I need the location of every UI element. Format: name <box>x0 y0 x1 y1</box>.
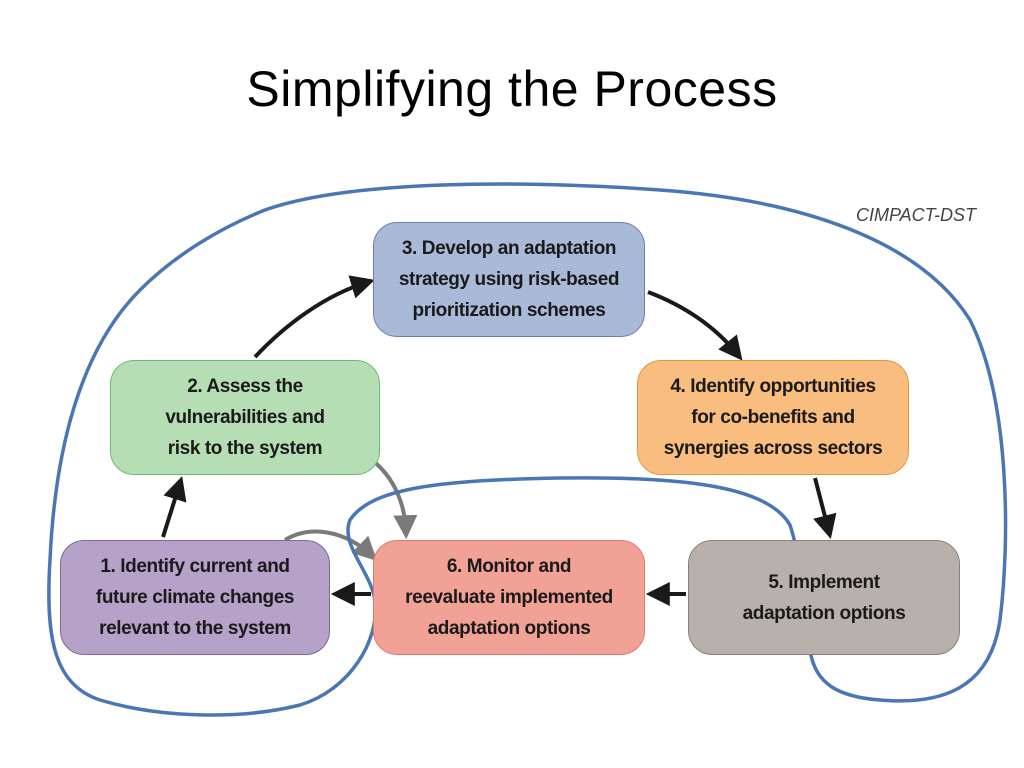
arrow-step4-to-step5 <box>813 477 837 539</box>
arrow-step3-to-step4 <box>647 290 743 361</box>
step-6-monitor-reevaluate: 6. Monitor and reevaluate implemented ad… <box>373 540 645 655</box>
step-5-label: 5. Implement adaptation options <box>742 571 906 624</box>
step-1-label: 1. Identify current and future climate c… <box>95 556 295 639</box>
arrow-step1-to-step2 <box>161 476 187 538</box>
step-3-label: 3. Develop an adaptation strategy using … <box>398 238 620 321</box>
step-5-implement-options: 5. Implement adaptation options <box>688 540 960 655</box>
feedback-arrow-step1-to-step6 <box>283 529 378 561</box>
step-6-label: 6. Monitor and reevaluate implemented ad… <box>405 556 613 639</box>
step-1-identify-climate-changes: 1. Identify current and future climate c… <box>60 540 330 655</box>
arrow-step2-to-step3 <box>253 275 375 359</box>
hand-drawn-outline <box>47 182 1008 717</box>
step-4-identify-opportunities: 4. Identify opportunities for co-benefit… <box>637 360 909 475</box>
step-2-assess-vulnerabilities: 2. Assess the vulnerabilities and risk t… <box>110 360 380 475</box>
step-3-develop-strategy: 3. Develop an adaptation strategy using … <box>373 222 645 337</box>
step-4-label: 4. Identify opportunities for co-benefit… <box>663 376 883 459</box>
slide-title: Simplifying the Process <box>246 61 778 117</box>
step-2-label: 2. Assess the vulnerabilities and risk t… <box>165 376 325 459</box>
source-label: CIMPACT-DST <box>855 205 976 225</box>
